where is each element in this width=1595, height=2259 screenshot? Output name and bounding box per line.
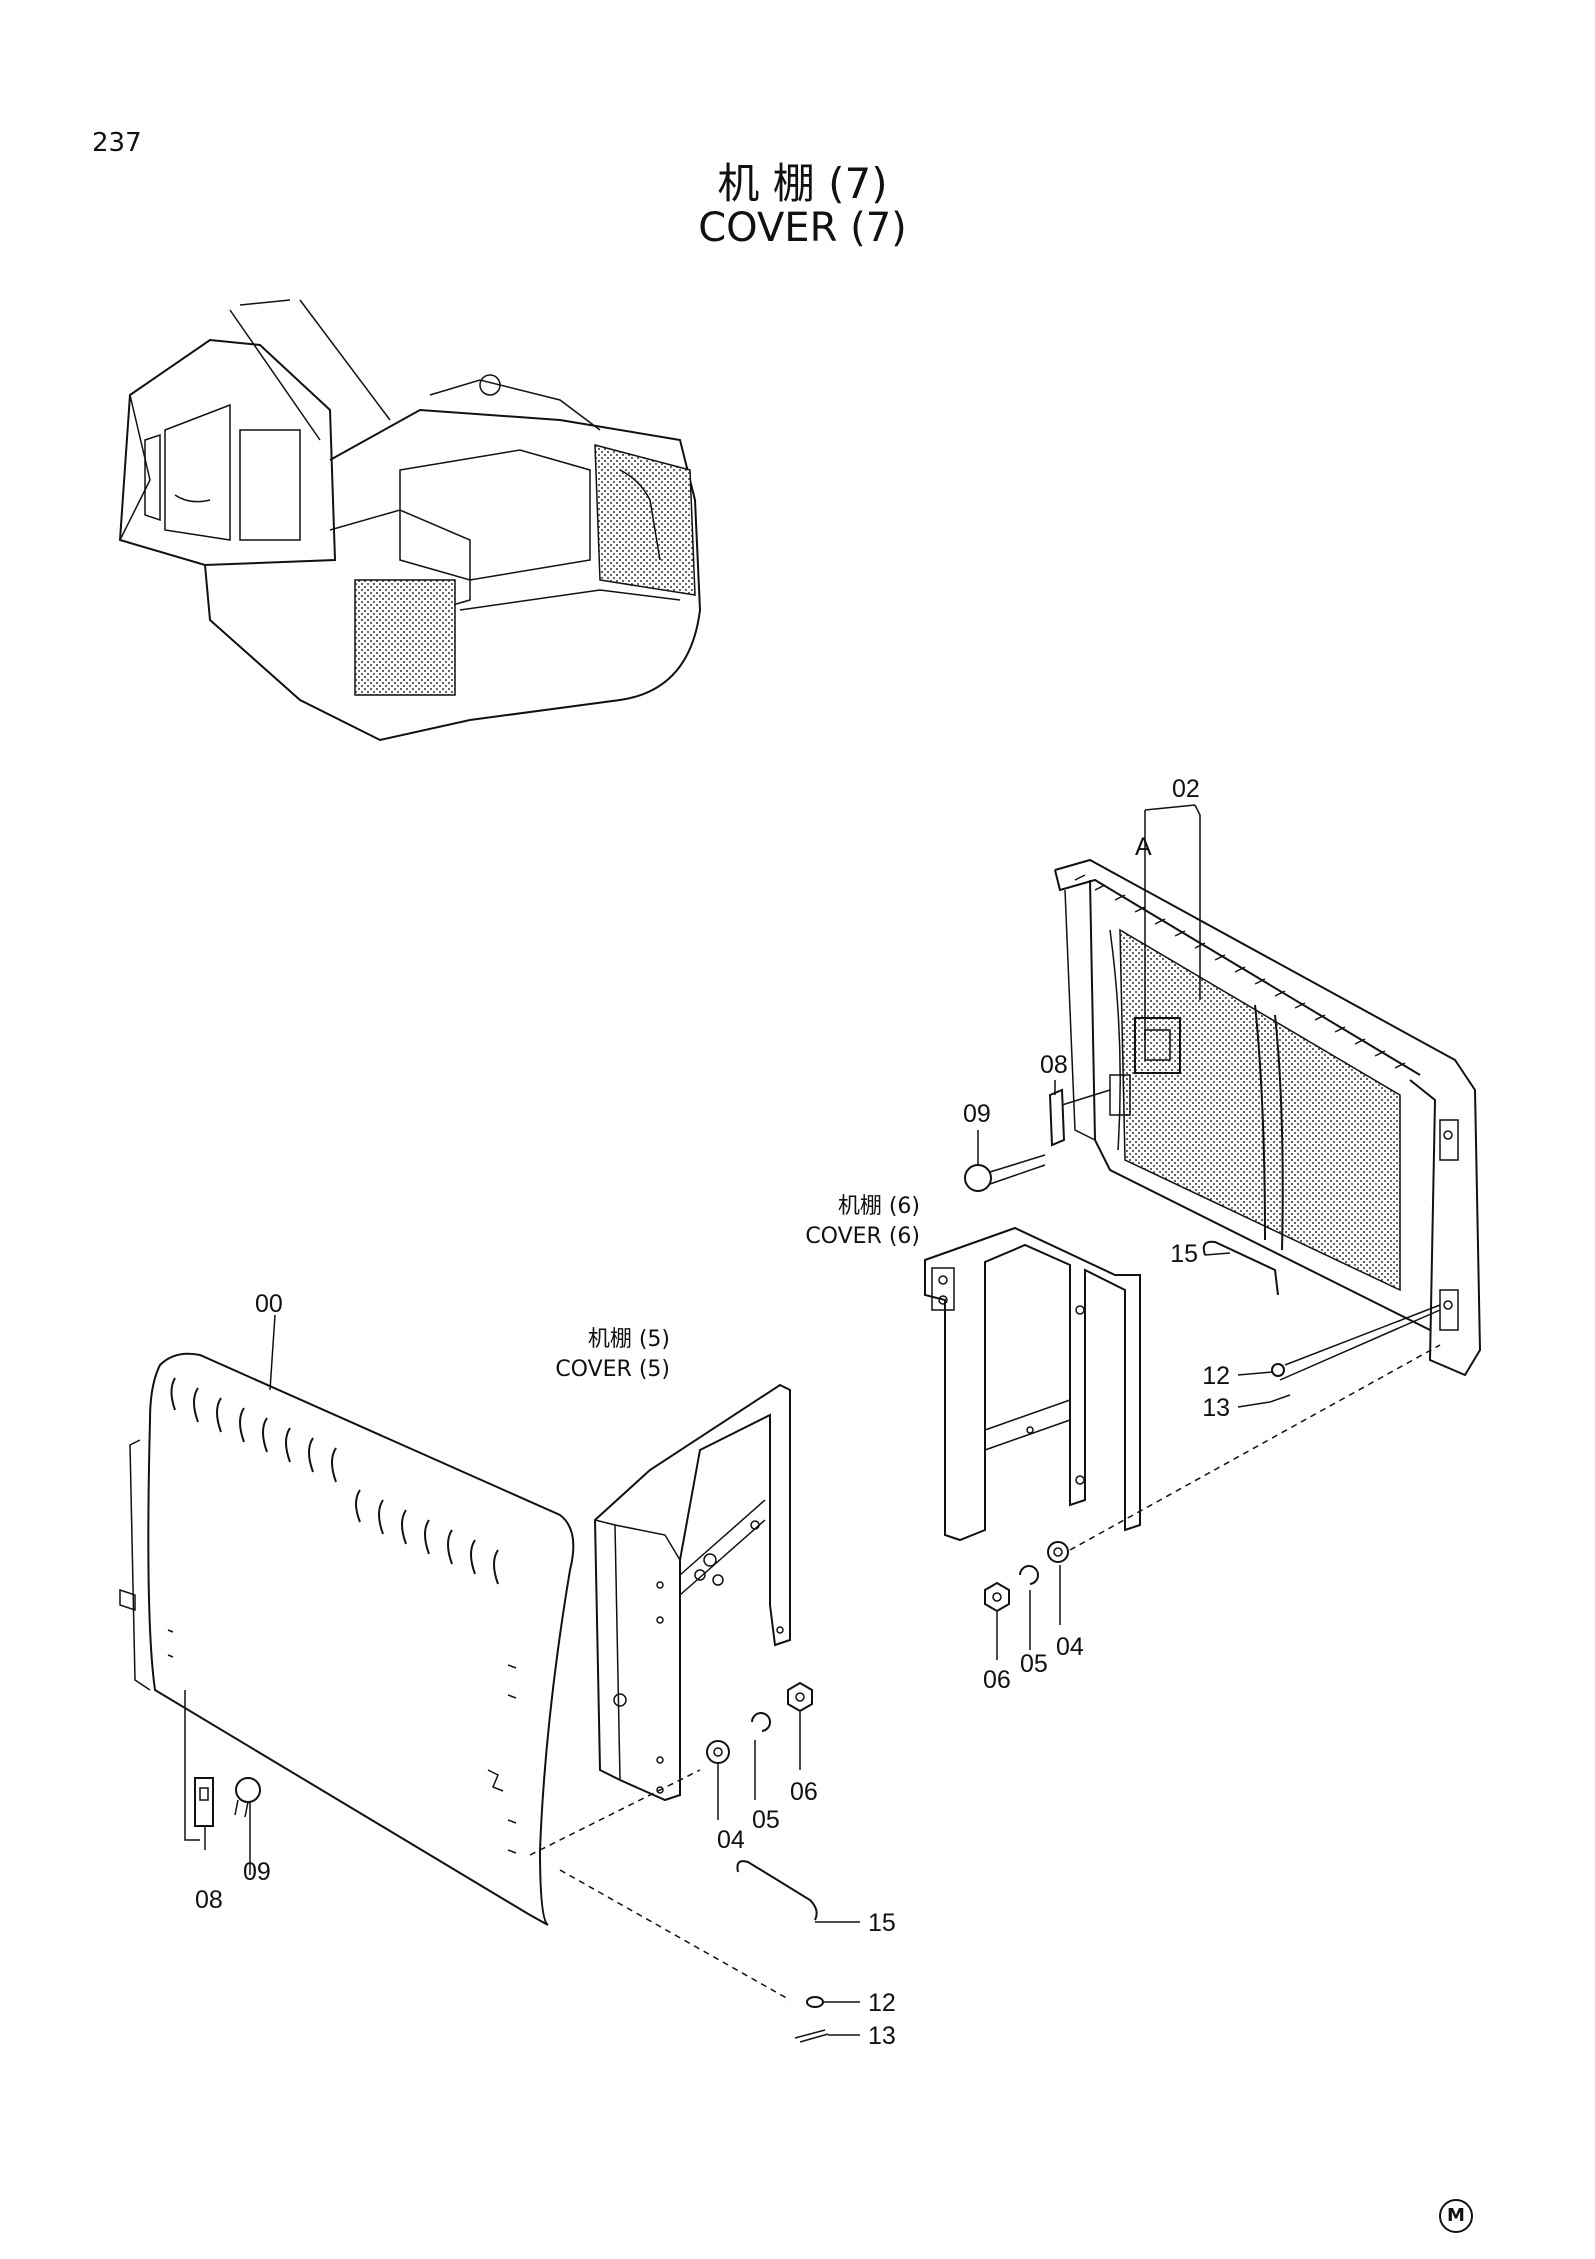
excavator-overview — [118, 299, 702, 742]
cover-5-label-cn: 机棚 (5) — [587, 1327, 670, 1352]
hardware-upper — [964, 1088, 1291, 1613]
callout-04-upper: 04 — [1056, 1633, 1084, 1661]
cover-6-reference: 机棚 (6) COVER (6) — [760, 1192, 920, 1252]
cover-02-louvers — [1074, 874, 1406, 1069]
cover-6-label-en: COVER (6) — [805, 1224, 920, 1249]
callout-12-upper: 12 — [1202, 1362, 1230, 1390]
callout-06-lower: 06 — [790, 1778, 818, 1806]
callout-09-lower: 09 — [243, 1858, 271, 1886]
corner-mark: M — [1439, 2199, 1473, 2233]
cover-5-bracket — [593, 1383, 791, 1802]
cover-02-mesh — [1119, 928, 1401, 1292]
cover-6-bracket — [924, 1226, 1141, 1542]
callout-15-lower: 15 — [868, 1909, 896, 1937]
rear-grille-mesh — [594, 444, 696, 596]
callout-08-lower: 08 — [195, 1886, 223, 1914]
callout-15-upper: 15 — [1170, 1240, 1198, 1268]
cover-02-grille — [1054, 858, 1482, 1377]
leader-lines — [184, 804, 1441, 2036]
callout-05-lower: 05 — [752, 1806, 780, 1834]
callout-13-lower: 13 — [868, 2022, 896, 2050]
cover-5-reference: 机棚 (5) COVER (5) — [510, 1325, 670, 1385]
cover-6-label-cn: 机棚 (6) — [837, 1194, 920, 1219]
callout-04-lower: 04 — [717, 1826, 745, 1854]
callout-labels: 02 A 08 09 15 12 13 04 05 06 00 08 09 04… — [195, 775, 1230, 2050]
callout-05-upper: 05 — [1020, 1650, 1048, 1678]
hardware-lower — [194, 1681, 829, 2043]
title-chinese: 机 棚 (7) — [717, 159, 888, 208]
side-grille-mesh — [354, 579, 456, 696]
callout-08-upper: 08 — [1040, 1051, 1068, 1079]
cover-5-label-en: COVER (5) — [555, 1357, 670, 1382]
callout-A: A — [1135, 833, 1152, 861]
title-english: COVER (7) — [698, 205, 907, 251]
callout-12-lower: 12 — [868, 1989, 896, 2017]
callout-13-upper: 13 — [1202, 1394, 1230, 1422]
callout-02: 02 — [1172, 775, 1200, 803]
callout-06-upper: 06 — [983, 1666, 1011, 1694]
callout-00: 00 — [255, 1290, 283, 1318]
callout-09-upper: 09 — [963, 1100, 991, 1128]
cover-00-louvers — [170, 1377, 499, 1585]
page-number: 237 — [92, 128, 142, 158]
